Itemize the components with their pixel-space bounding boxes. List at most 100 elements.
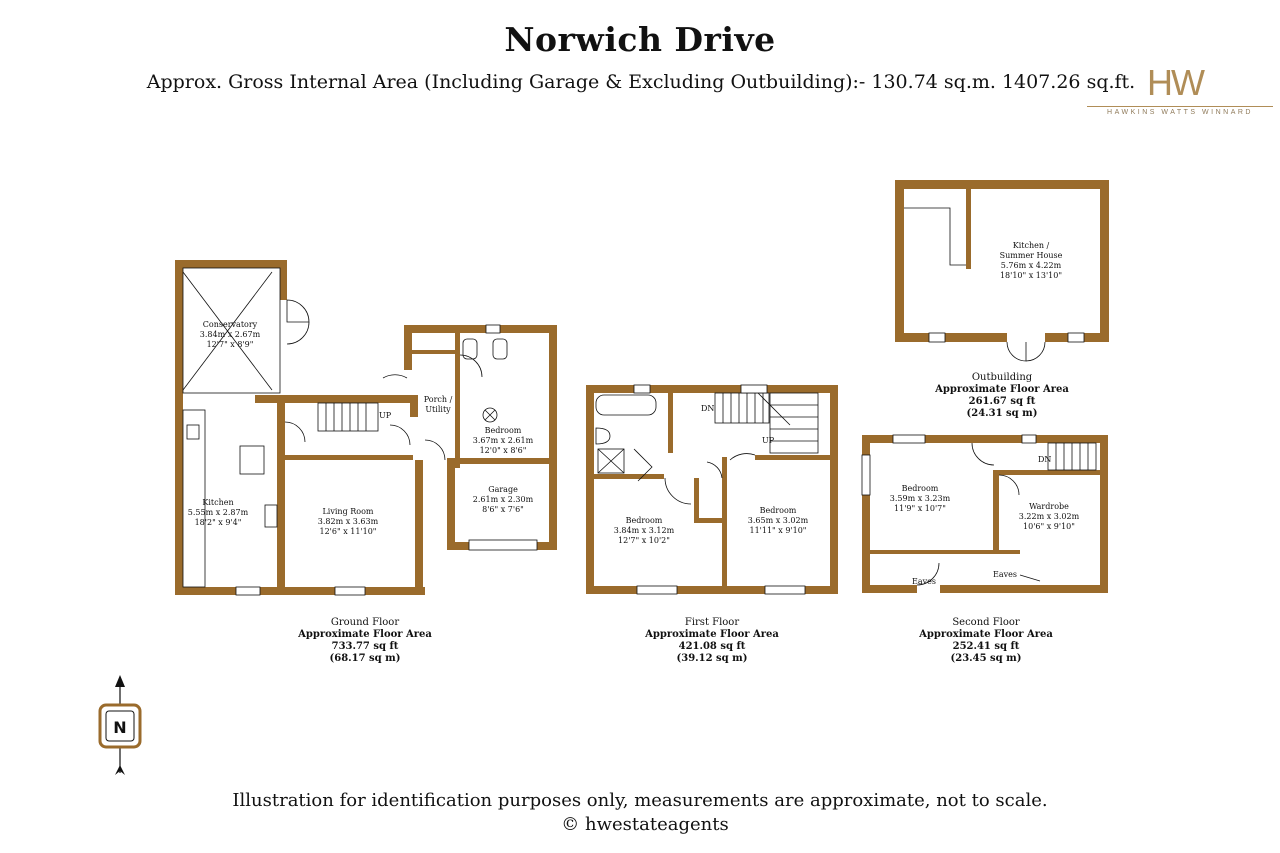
ground-floor-caption: Ground Floor Approximate Floor Area 733.… — [290, 617, 440, 665]
bath — [595, 394, 657, 416]
ground-floor-sqm: (68.17 sq m) — [329, 653, 401, 664]
second-wall-right — [1100, 435, 1108, 593]
second-floor-sqm: (23.45 sq m) — [950, 653, 1022, 664]
kitchen-metric: 5.55m x 2.87m — [188, 508, 249, 517]
landing-bedroom-partition — [755, 455, 830, 460]
summer-house-metric: 5.76m x 4.22m — [1001, 261, 1062, 270]
bathroom-partition — [594, 474, 664, 479]
first-bedroom-b-metric: 3.65m x 3.02m — [748, 516, 809, 525]
logo-name: HAWKINS WATTS WINNARD — [1107, 109, 1253, 116]
kitchen-hob — [264, 504, 278, 528]
outbuilding-door-left — [1006, 341, 1027, 362]
copyright-text: © hwestateagents — [561, 814, 729, 835]
garage-wall-bottom-right — [537, 542, 557, 550]
logo-divider — [1087, 106, 1273, 107]
landing-door-swing — [971, 442, 995, 466]
second-wall-bottom-left — [862, 585, 917, 593]
outbuilding-window-left — [928, 332, 946, 343]
eaves-door-left — [916, 562, 940, 586]
ground-floor-name: Ground Floor — [330, 617, 400, 628]
bathroom-door-swing — [633, 448, 653, 482]
kitchen-door-swing — [284, 421, 306, 443]
second-wall-bottom-right — [1020, 585, 1108, 593]
garage-metric: 2.61m x 2.30m — [473, 495, 534, 504]
ground-bedroom-name: Bedroom — [485, 426, 522, 435]
conservatory-door-swing — [286, 321, 310, 345]
first-floor-plan — [586, 385, 838, 594]
second-floor-details — [861, 434, 1097, 586]
garage-wall-left — [447, 458, 455, 550]
outbuilding-caption: Outbuilding Approximate Floor Area 261.6… — [927, 372, 1077, 420]
second-floor-name: Second Floor — [952, 617, 1020, 628]
second-floor-plan — [862, 435, 1108, 593]
wc-door-swing — [459, 354, 483, 378]
living-room-name: Living Room — [322, 507, 373, 516]
hall-door-swing — [389, 424, 411, 446]
garage-door — [468, 539, 538, 551]
bathroom-window — [633, 384, 651, 394]
bedroom-b-window — [764, 585, 806, 595]
living-window — [334, 586, 366, 596]
outbuilding-sqft: 261.67 sq ft — [968, 396, 1036, 407]
first-floor-caption: First Floor Approximate Floor Area 421.0… — [637, 617, 787, 665]
cupboard-wall — [694, 478, 699, 523]
conservatory-wall-left — [175, 260, 183, 400]
wc-basin — [462, 338, 478, 360]
kitchen-worktop — [182, 409, 206, 588]
first-stairs-up — [769, 392, 819, 454]
kitchen-sink — [186, 424, 200, 440]
bedroom-b-door-swing — [729, 453, 756, 461]
second-bedroom-name: Bedroom — [902, 484, 939, 493]
second-bedroom-window-top — [892, 434, 926, 444]
landing-wardrobe-partition — [999, 470, 1100, 475]
wardrobe-name: Wardrobe — [1029, 502, 1069, 511]
hall-wall-right-upper — [410, 395, 418, 417]
compass-letter: N — [113, 718, 126, 737]
page-title: Norwich Drive — [504, 20, 776, 59]
summer-house-name-2: Summer House — [1000, 251, 1063, 260]
summer-house-name: Kitchen / — [1013, 241, 1050, 250]
second-wall-top — [862, 435, 1108, 443]
cupboard-wall-bottom — [694, 518, 724, 523]
first-floor-sqft: 421.08 sq ft — [678, 641, 746, 652]
ground-stairs — [317, 402, 379, 432]
shower-tray — [597, 448, 625, 474]
first-wall-bottom — [586, 586, 838, 594]
brand-logo: HW HAWKINS WATTS WINNARD — [1085, 62, 1275, 122]
hall-living-partition — [283, 455, 413, 460]
bedroom-light — [482, 407, 498, 423]
ground-floor-plan — [175, 260, 557, 595]
kitchen-imperial: 18'2" x 9'4" — [195, 518, 242, 527]
first-bedroom-b-name: Bedroom — [760, 506, 797, 515]
outbuilding-sqm: (24.31 sq m) — [966, 408, 1038, 419]
second-bedroom-imperial: 11'9" x 10'7" — [894, 504, 946, 513]
eaves-right-label: Eaves — [993, 570, 1017, 579]
conservatory-door-swing — [286, 299, 310, 323]
wardrobe-imperial: 10'6" x 9'10" — [1023, 522, 1075, 531]
annex-wall-top — [404, 325, 557, 333]
porch-door-swing — [382, 374, 408, 379]
ground-floor-area-label: Approximate Floor Area — [298, 629, 432, 640]
first-wall-right — [830, 385, 838, 594]
first-stair-down-label: DN — [701, 404, 714, 413]
compass-icon: N — [98, 675, 142, 775]
conservatory-imperial: 12'7" x 8'9" — [207, 340, 254, 349]
second-stair-down-label: DN — [1038, 455, 1051, 464]
bedrooms-partition — [722, 457, 727, 586]
outbuilding-window-right — [1067, 332, 1085, 343]
conservatory-glazing-line — [182, 271, 273, 391]
logo-mark: HW — [1147, 62, 1205, 103]
bedroom-garage-partition — [455, 458, 553, 464]
second-wall-left — [862, 435, 870, 593]
conservatory-name: Conservatory — [203, 320, 258, 329]
eaves-left-label: Eaves — [912, 577, 936, 586]
first-wall-left — [586, 385, 594, 594]
second-floor-sqft: 252.41 sq ft — [952, 641, 1020, 652]
landing-window-top — [1021, 434, 1037, 444]
kitchen-name: Kitchen — [202, 498, 233, 507]
outbuilding-wall-top — [895, 180, 1109, 189]
living-wall-top — [255, 395, 412, 403]
ground-bedroom-metric: 3.67m x 2.61m — [473, 436, 534, 445]
kitchen-living-partition — [277, 395, 285, 591]
